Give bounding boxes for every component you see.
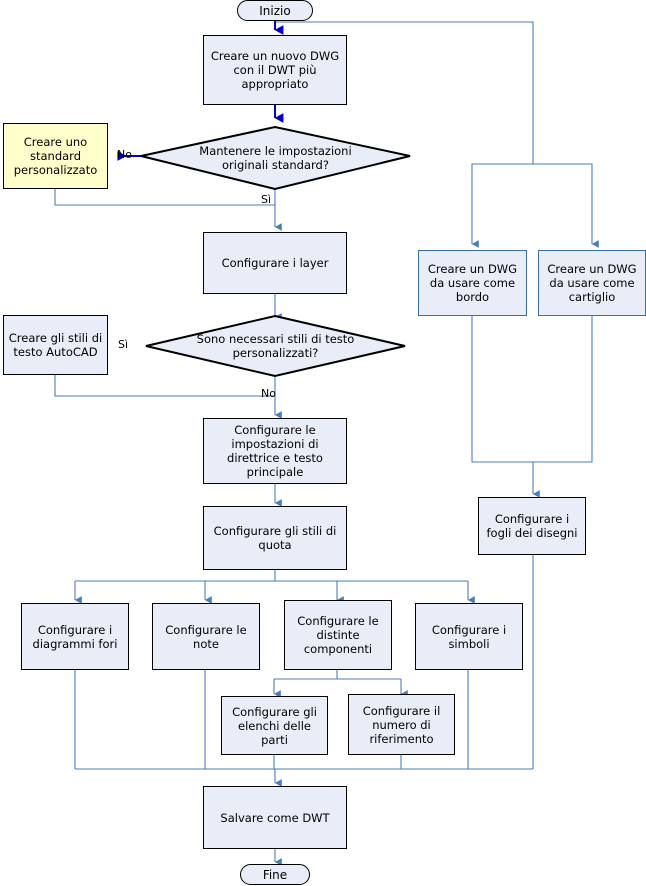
node-title-block-dwg[interactable]: Creare un DWG da usare come cartiglio — [538, 250, 646, 316]
node-drawing-sheets-label: Configurare i fogli dei disegni — [486, 512, 578, 540]
node-notes[interactable]: Configurare le note — [152, 603, 260, 670]
node-border-dwg[interactable]: Creare un DWG da usare come bordo — [418, 250, 527, 316]
node-autocad-text-styles-label: Creare gli stili di testo AutoCAD — [8, 331, 103, 359]
node-new-dwg-label: Creare un nuovo DWG con il DWT più appro… — [210, 49, 340, 91]
node-dimension-styles-label: Configurare gli stili di quota — [213, 524, 337, 552]
node-keep-standard[interactable]: Mantenere le impostazioni originali stan… — [141, 127, 410, 189]
node-autocad-text-styles[interactable]: Creare gli stili di testo AutoCAD — [3, 315, 108, 375]
node-parts-lists-label: Configurare gli elenchi delle parti — [232, 704, 317, 747]
node-text-styles-question[interactable]: Sono necessari stili di testo personaliz… — [146, 316, 405, 376]
node-drawing-sheets[interactable]: Configurare i fogli dei disegni — [478, 497, 586, 555]
node-keep-standard-label: Mantenere le impostazioni originali stan… — [199, 144, 352, 172]
node-dimension-styles[interactable]: Configurare gli stili di quota — [203, 506, 347, 570]
node-configure-layers[interactable]: Configurare i layer — [203, 232, 347, 294]
node-balloon-number[interactable]: Configurare il numero di riferimento — [348, 694, 455, 755]
node-leader-text-settings[interactable]: Configurare le impostazioni di direttric… — [203, 418, 347, 484]
node-new-dwg[interactable]: Creare un nuovo DWG con il DWT più appro… — [203, 35, 347, 105]
node-hole-charts[interactable]: Configurare i diagrammi fori — [21, 603, 129, 670]
node-balloon-number-label: Configurare il numero di riferimento — [362, 703, 441, 746]
node-end[interactable]: Fine — [240, 864, 310, 885]
node-bom[interactable]: Configurare le distinte componenti — [284, 600, 392, 670]
node-end-label: Fine — [262, 867, 288, 882]
node-text-styles-question-label: Sono necessari stili di testo personaliz… — [196, 332, 355, 360]
node-notes-label: Configurare le note — [165, 622, 247, 651]
node-start[interactable]: Inizio — [237, 0, 313, 21]
node-hole-charts-label: Configurare i diagrammi fori — [32, 622, 118, 651]
node-parts-lists[interactable]: Configurare gli elenchi delle parti — [221, 696, 328, 755]
edge-label-text-styles-no: No — [261, 387, 276, 400]
node-start-label: Inizio — [259, 3, 291, 18]
node-bom-label: Configurare le distinte componenti — [297, 614, 379, 656]
node-custom-standard-label: Creare uno standard personalizzato — [13, 135, 98, 177]
node-symbols[interactable]: Configurare i simboli — [415, 603, 523, 670]
edge-label-keep-standard-si: Sì — [261, 193, 272, 206]
edge-label-keep-standard-no: No — [117, 148, 132, 161]
node-title-block-dwg-label: Creare un DWG da usare come cartiglio — [547, 262, 637, 304]
node-leader-text-settings-label: Configurare le impostazioni di direttric… — [227, 423, 323, 479]
node-symbols-label: Configurare i simboli — [431, 622, 507, 651]
node-configure-layers-label: Configurare i layer — [221, 256, 329, 270]
node-save-dwt-label: Salvare come DWT — [220, 810, 330, 825]
edge-label-text-styles-si: Sì — [118, 338, 129, 351]
node-custom-standard[interactable]: Creare uno standard personalizzato — [3, 123, 108, 189]
node-save-dwt[interactable]: Salvare come DWT — [203, 786, 347, 849]
node-border-dwg-label: Creare un DWG da usare come bordo — [427, 262, 518, 304]
